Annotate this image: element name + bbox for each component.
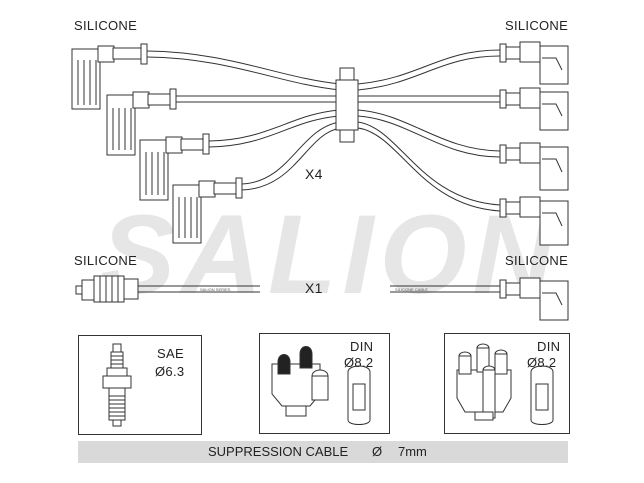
left-boot-3 xyxy=(139,133,210,201)
quantity-x1: X1 xyxy=(305,280,323,296)
silicone-label-mid-right: SILICONE xyxy=(505,253,569,268)
right-boot-3 xyxy=(499,142,569,191)
connector-panel-din-1: DIN Ø8.2 xyxy=(259,333,390,434)
distributor-cap-icon xyxy=(456,343,554,425)
footer-text: SUPPRESSION CABLE xyxy=(208,444,349,459)
spark-plug-icon xyxy=(102,343,132,427)
footer-diameter-symbol: Ø xyxy=(372,444,383,459)
silicone-label-mid-left: SILICONE xyxy=(74,253,138,268)
right-boot-2 xyxy=(499,87,569,131)
cable-print-left: SALION SERIES xyxy=(200,287,231,292)
connector-standard-din-1: DIN xyxy=(350,339,374,354)
connector-panel-sae: SAE Ø6.3 xyxy=(78,335,202,435)
connector-standard-din-2: DIN xyxy=(537,339,561,354)
connector-standard-sae: SAE xyxy=(157,346,184,361)
connector-size-din-1: Ø8.2 xyxy=(344,355,374,370)
footer-size: 7mm xyxy=(398,444,427,459)
quantity-x4: X4 xyxy=(305,166,323,182)
cable-print-right: SILICONE CABLE xyxy=(395,287,428,292)
left-boot-2 xyxy=(106,88,177,156)
right-boot-4 xyxy=(499,196,569,246)
left-boot-4 xyxy=(172,177,243,244)
coil-cable xyxy=(75,275,569,321)
footer-bar: SUPPRESSION CABLE Ø 7mm xyxy=(78,441,568,463)
connector-panel-din-2: DIN Ø8.2 xyxy=(444,333,570,434)
connector-size-sae: Ø6.3 xyxy=(155,364,185,379)
silicone-label-top-left: SILICONE xyxy=(74,18,138,33)
right-boot-1 xyxy=(499,41,569,85)
connector-size-din-2: Ø8.2 xyxy=(527,355,557,370)
silicone-label-top-right: SILICONE xyxy=(505,18,569,33)
left-boot-1 xyxy=(71,43,148,110)
distributor-cap-icon xyxy=(271,346,371,425)
